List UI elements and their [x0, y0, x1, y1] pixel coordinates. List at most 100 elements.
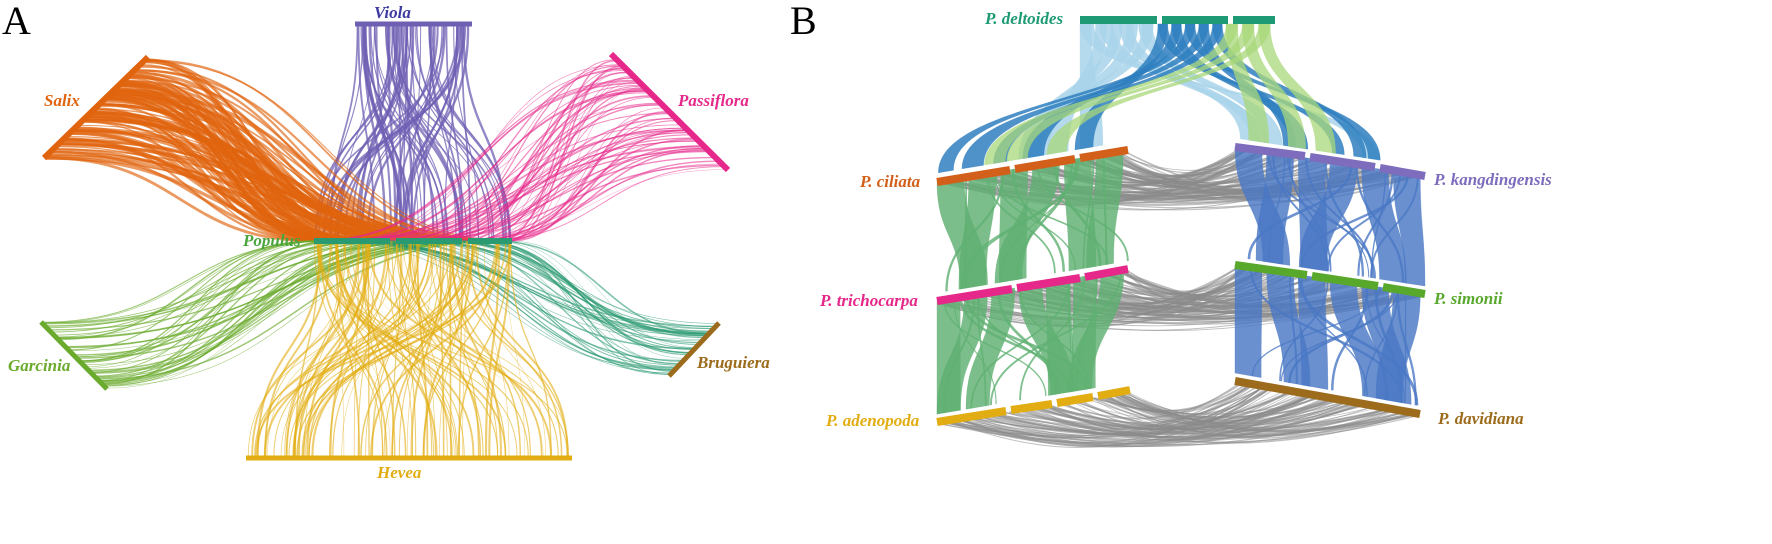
garcinia-link: [79, 240, 317, 362]
green-link: [1019, 276, 1086, 401]
viola-link: [334, 25, 412, 242]
hevea-link: [332, 240, 420, 457]
hevea-link: [398, 240, 442, 457]
panel-a: A Viola Salix Passiflora Populus Garcini…: [2, 0, 770, 482]
passiflora-link: [381, 68, 624, 242]
garcinia-link: [41, 240, 416, 324]
hevea-link: [391, 240, 402, 457]
garcinia-link: [50, 240, 364, 333]
passiflora-link: [506, 65, 621, 242]
panel-b: B: [790, 0, 1552, 448]
passiflora-link: [393, 151, 708, 242]
blue-link: [1357, 170, 1394, 276]
viola-link: [423, 25, 433, 242]
ciliata-chromosome-bar: [936, 146, 1129, 186]
blue-link: [1286, 154, 1370, 278]
gray-link: [1005, 412, 1419, 443]
hevea-link: [370, 240, 500, 457]
salix-link: [119, 86, 348, 243]
simonii-label: P. simonii: [1433, 289, 1503, 308]
blue-link: [1249, 267, 1404, 403]
hevea-link: [285, 240, 398, 457]
gray-link: [998, 403, 1354, 434]
garcinia-link: [79, 240, 344, 362]
hevea-link: [450, 240, 522, 457]
kangdingensis-chromosome-bar: [1234, 143, 1426, 180]
gray-link: [943, 387, 1264, 437]
gray-link: [1074, 400, 1336, 430]
bruguiera-label: Bruguiera: [696, 353, 770, 372]
green-link: [959, 296, 1071, 393]
blue-link: [1326, 172, 1402, 272]
hevea-link: [285, 240, 361, 457]
hevea-link: [357, 240, 376, 457]
viola-link: [461, 25, 471, 242]
hevea-link: [254, 240, 512, 457]
hevea-link: [362, 240, 383, 457]
passiflora-link: [504, 107, 663, 242]
hevea-link: [263, 240, 476, 457]
trichocarpa-label: P. trichocarpa: [819, 291, 918, 310]
viola-link: [431, 25, 511, 242]
gray-link: [1111, 272, 1291, 304]
gray-link: [1101, 396, 1394, 439]
green-link: [994, 161, 1060, 284]
panel-a-letter: A: [2, 0, 31, 43]
hevea-link: [391, 240, 433, 457]
passiflora-link: [498, 129, 686, 242]
bruguiera-link: [365, 240, 676, 371]
hevea-link: [335, 240, 345, 457]
hevea-link: [383, 240, 453, 457]
salix-link: [110, 95, 344, 242]
green-link: [1036, 165, 1129, 262]
blue-link: [1374, 286, 1403, 403]
dark-blue-link: [938, 23, 1196, 174]
gray-link: [1112, 149, 1247, 178]
garcinia-link: [99, 240, 423, 383]
green-link: [989, 270, 1123, 406]
viola-link: [374, 25, 449, 242]
hevea-link: [336, 240, 391, 457]
light-green-link: [1258, 23, 1336, 154]
blue-link: [1266, 269, 1311, 387]
hevea-link: [267, 240, 376, 457]
viola-link: [400, 25, 460, 242]
gray-link: [1023, 391, 1289, 435]
bruguiera-link: [408, 240, 701, 344]
green-link: [960, 158, 1079, 289]
viola-link: [366, 25, 446, 242]
hevea-link: [265, 240, 469, 457]
passiflora-link: [371, 137, 694, 242]
hevea-link: [343, 240, 465, 457]
passiflora-link: [407, 89, 646, 242]
kangdingensis-label: P. kangdingensis: [1433, 170, 1552, 189]
blue-link: [1393, 170, 1426, 287]
davidiana-chromosome-bar: [1234, 377, 1421, 418]
green-link: [1102, 154, 1108, 265]
green-link: [1082, 155, 1095, 269]
hevea-link: [306, 240, 369, 457]
garcinia-link: [103, 240, 399, 387]
dark-blue-link: [961, 23, 1209, 170]
hevea-link: [257, 240, 431, 457]
hevea-link: [273, 240, 437, 457]
hevea-link: [247, 240, 392, 457]
gray-link: [960, 404, 1359, 445]
blue-link: [1267, 152, 1377, 279]
blue-link: [1365, 285, 1405, 404]
passiflora-link: [364, 127, 684, 242]
green-link: [964, 177, 968, 289]
passiflora-link: [327, 104, 661, 242]
garcinia-link: [65, 240, 508, 348]
hevea-link: [445, 240, 480, 457]
populus-label: Populus: [242, 231, 301, 250]
hevea-link: [251, 240, 367, 457]
bruguiera-link: [409, 240, 714, 329]
hevea-link: [410, 240, 506, 457]
salix-label: Salix: [44, 91, 80, 110]
viola-link: [375, 25, 392, 242]
gray-link: [1107, 387, 1266, 425]
gray-link: [939, 409, 1387, 448]
ciliata-label: P. ciliata: [859, 172, 921, 191]
green-link: [970, 278, 1071, 409]
